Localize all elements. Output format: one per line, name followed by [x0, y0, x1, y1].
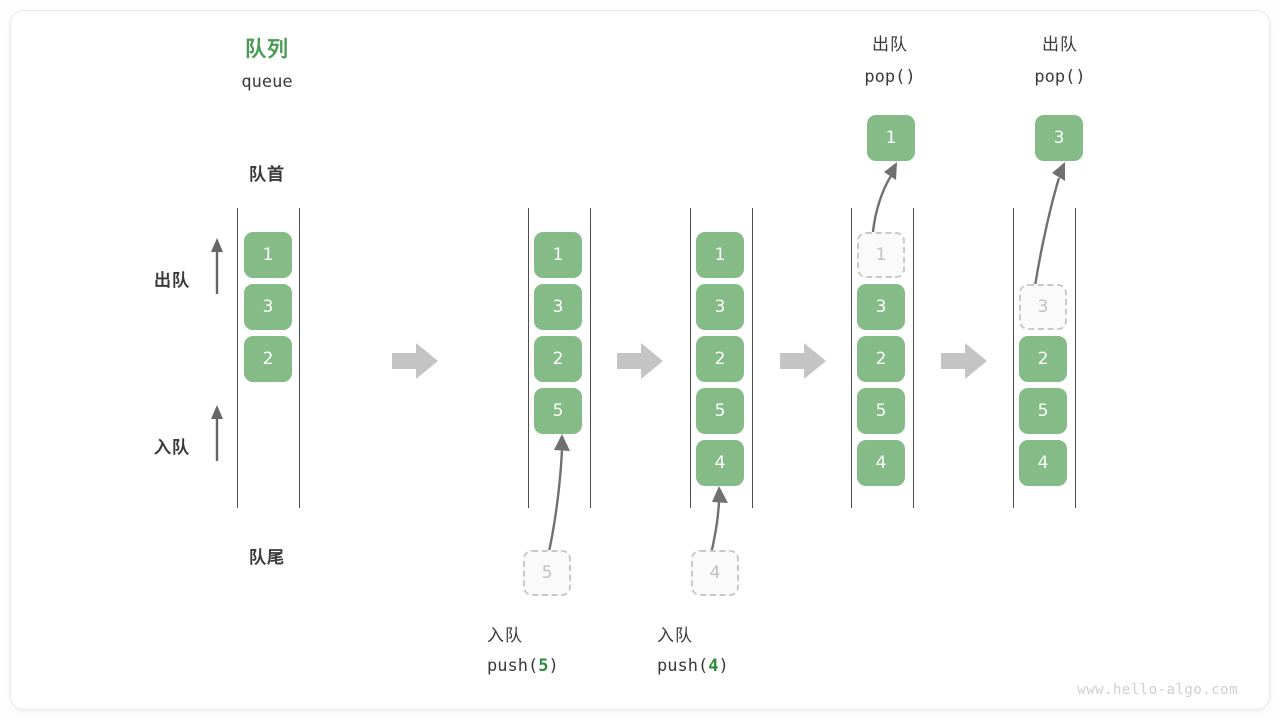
push-label-cn: 入队: [487, 626, 523, 646]
push-code-prefix: push(: [487, 656, 539, 676]
enqueue-direction-label: 入队: [154, 438, 190, 458]
flow-arrow-icon: [941, 343, 987, 379]
queue-cell-ghost: 1: [857, 232, 905, 278]
push-ghost-cell: 5: [523, 550, 571, 596]
queue-cell: 5: [1019, 388, 1067, 434]
push-code-suffix: ): [548, 656, 559, 676]
push-code-arg: 4: [708, 656, 719, 676]
rail-left: [690, 208, 691, 508]
rail-left: [1013, 208, 1014, 508]
queue-cell: 2: [244, 336, 292, 382]
queue-front-label: 队首: [249, 165, 285, 185]
queue-cell: 1: [534, 232, 582, 278]
dequeue-direction-arrow-icon: [211, 238, 223, 294]
queue-cell: 1: [244, 232, 292, 278]
queue-title-en: queue: [241, 72, 293, 92]
popped-cell: 1: [867, 115, 915, 161]
rail-left: [237, 208, 238, 508]
push-ghost-cell: 4: [691, 550, 739, 596]
rail-right: [913, 208, 914, 508]
queue-cell: 2: [1019, 336, 1067, 382]
flow-arrow-icon: [780, 343, 826, 379]
queue-cell: 4: [696, 440, 744, 486]
enqueue-direction-arrow-icon: [211, 405, 223, 461]
queue-cell: 4: [857, 440, 905, 486]
queue-rear-label: 队尾: [249, 548, 285, 568]
pop-label-cn: 出队: [872, 35, 908, 55]
push-label-cn: 入队: [657, 626, 693, 646]
push-label-code: push(5): [487, 656, 647, 676]
queue-cell: 5: [857, 388, 905, 434]
rail-right: [299, 208, 300, 508]
push-code-suffix: ): [718, 656, 729, 676]
queue-title-cn: 队列: [245, 37, 289, 61]
rail-right: [752, 208, 753, 508]
queue-cell: 4: [1019, 440, 1067, 486]
queue-cell: 3: [534, 284, 582, 330]
pop-arrow-icon: [1033, 162, 1065, 287]
watermark: www.hello-algo.com: [1077, 682, 1238, 698]
queue-cell: 2: [696, 336, 744, 382]
flow-arrow-icon: [392, 343, 438, 379]
pop-label-cn: 出队: [1042, 35, 1078, 55]
queue-cell-ghost: 3: [1019, 284, 1067, 330]
queue-cell: 3: [244, 284, 292, 330]
queue-cell: 5: [696, 388, 744, 434]
rail-left: [851, 208, 852, 508]
popped-cell: 3: [1035, 115, 1083, 161]
push-arrow-icon: [546, 434, 570, 557]
push-label-code: push(4): [657, 656, 817, 676]
queue-cell: 2: [857, 336, 905, 382]
queue-cell: 3: [857, 284, 905, 330]
rail-left: [528, 208, 529, 508]
rail-right: [1075, 208, 1076, 508]
push-code-prefix: push(: [657, 656, 709, 676]
queue-cell: 5: [534, 388, 582, 434]
pop-label-code: pop(): [1034, 67, 1086, 87]
dequeue-direction-label: 出队: [154, 271, 190, 291]
queue-cell: 3: [696, 284, 744, 330]
flow-arrow-icon: [617, 343, 663, 379]
rail-right: [590, 208, 591, 508]
pop-label-code: pop(): [864, 67, 916, 87]
queue-cell: 1: [696, 232, 744, 278]
push-code-arg: 5: [538, 656, 549, 676]
pop-arrow-icon: [871, 162, 897, 233]
queue-cell: 2: [534, 336, 582, 382]
